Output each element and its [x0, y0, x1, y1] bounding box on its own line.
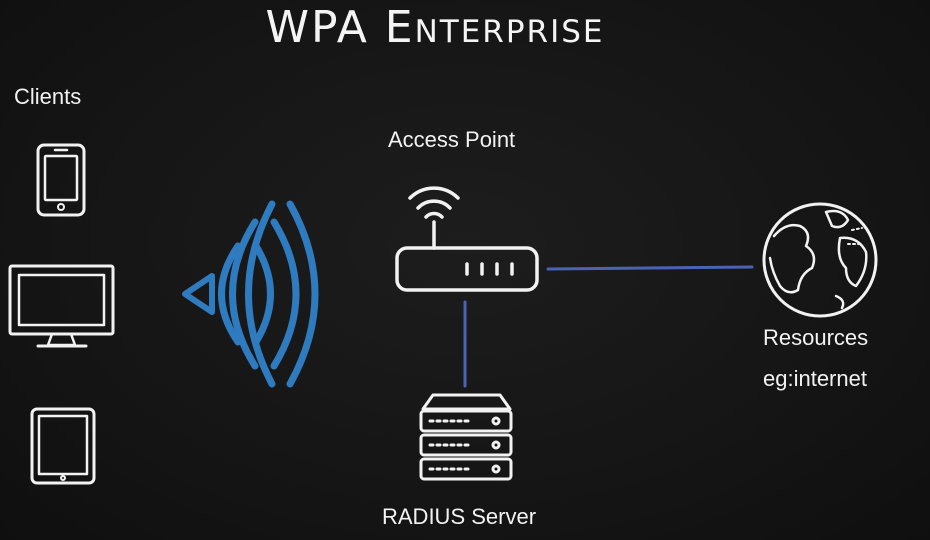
- router-icon: [395, 186, 539, 292]
- wifi-signal-icon: [182, 200, 319, 388]
- resources-label: Resources: [763, 325, 869, 350]
- ap-to-resources-link: [546, 265, 754, 271]
- diagram-title: WPA Enterprise: [265, 2, 605, 53]
- access-point-label: Access Point: [388, 127, 516, 152]
- phone-icon: [36, 143, 86, 217]
- globe-icon: [762, 202, 878, 318]
- monitor-icon: [8, 264, 115, 348]
- tablet-icon: [30, 407, 96, 485]
- resources-example-label: eg:internet: [763, 366, 867, 391]
- clients-label: Clients: [14, 84, 82, 109]
- server-icon: [419, 393, 513, 481]
- radius-server-label: RADIUS Server: [382, 504, 537, 529]
